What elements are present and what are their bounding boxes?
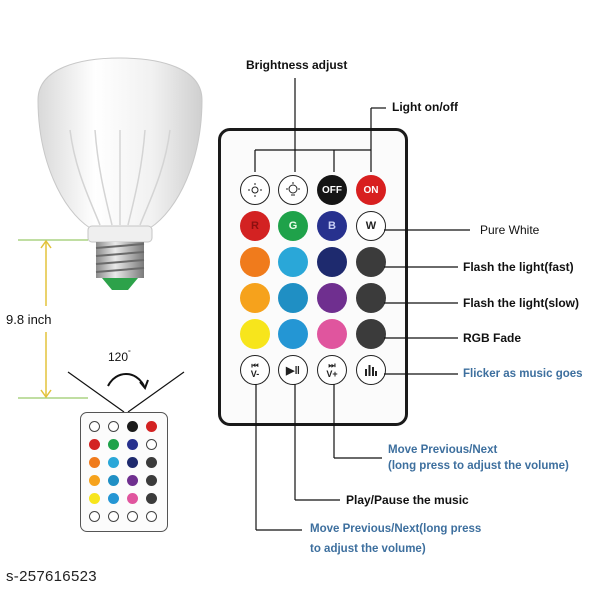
music-mode-button[interactable] <box>356 355 386 385</box>
move-next-label: Move Previous/Next <box>388 444 498 456</box>
rgb-fade-button[interactable] <box>356 319 386 349</box>
sun-dim-icon <box>248 183 262 197</box>
equalizer-icon <box>365 365 377 376</box>
play-pause-icon: ▶‖ <box>286 364 300 377</box>
bulb-bright-icon <box>286 182 300 196</box>
navy-button[interactable] <box>317 247 347 277</box>
flash-slow-label: Flash the light(slow) <box>463 296 579 310</box>
next-icon: ⏭ <box>328 361 336 370</box>
previous-icon: ⏮ <box>251 361 259 370</box>
bulb-illustration <box>37 57 203 290</box>
purple-button[interactable] <box>317 283 347 313</box>
amber-button[interactable] <box>240 283 270 313</box>
angle-label: 120° <box>108 350 131 364</box>
brightness-up-button[interactable] <box>278 175 308 205</box>
lightblue-button[interactable] <box>278 319 308 349</box>
move-next-sub-label: (long press to adjust the volume) <box>388 460 569 472</box>
pink-button[interactable] <box>317 319 347 349</box>
play-pause-label: Play/Pause the music <box>346 493 469 507</box>
off-button[interactable]: OFF <box>317 175 347 205</box>
brightness-label: Brightness adjust <box>246 58 348 72</box>
play-pause-button[interactable]: ▶‖ <box>278 355 308 385</box>
rgb-fade-label: RGB Fade <box>463 331 522 345</box>
height-label: 9.8 inch <box>6 312 52 327</box>
pure-white-label: Pure White <box>480 223 540 237</box>
orange-button[interactable] <box>240 247 270 277</box>
white-button[interactable]: W <box>356 211 386 241</box>
light-onoff-label: Light on/off <box>392 100 458 114</box>
viewing-angle-graphic <box>67 371 185 413</box>
mini-remote <box>80 412 168 532</box>
red-button[interactable]: R <box>240 211 270 241</box>
move-prev-sub-label: to adjust the volume) <box>310 543 426 555</box>
flicker-label: Flicker as music goes <box>463 368 583 380</box>
on-button[interactable]: ON <box>356 175 386 205</box>
height-dimension-lines <box>18 239 88 399</box>
remote-control: OFF ON R G B W ⏮V- ▶‖ ⏭V+ <box>218 128 408 426</box>
previous-button[interactable]: ⏮V- <box>240 355 270 385</box>
watermark-id: s-257616523 <box>6 568 97 585</box>
flash-fast-label: Flash the light(fast) <box>463 260 574 274</box>
yellow-button[interactable] <box>240 319 270 349</box>
brightness-down-button[interactable] <box>240 175 270 205</box>
move-prev-label: Move Previous/Next(long press <box>310 523 482 535</box>
flash-fast-button[interactable] <box>356 247 386 277</box>
flash-slow-button[interactable] <box>356 283 386 313</box>
green-button[interactable]: G <box>278 211 308 241</box>
next-button[interactable]: ⏭V+ <box>317 355 347 385</box>
teal-button[interactable] <box>278 283 308 313</box>
blue-button[interactable]: B <box>317 211 347 241</box>
cyan-button[interactable] <box>278 247 308 277</box>
